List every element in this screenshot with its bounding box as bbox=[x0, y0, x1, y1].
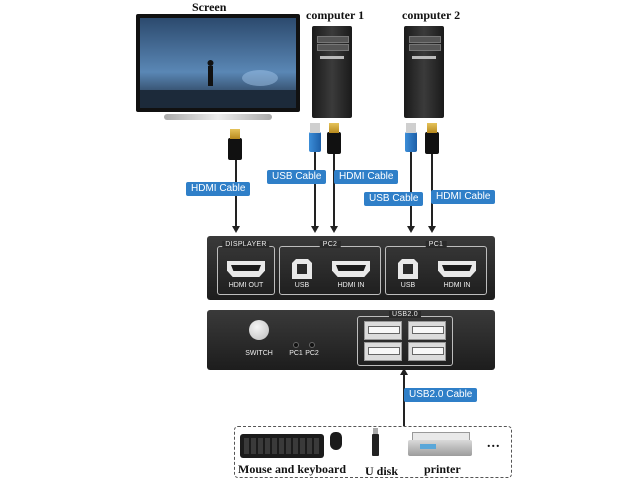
pc2-usb-port[interactable] bbox=[292, 259, 312, 279]
switch-button[interactable] bbox=[249, 320, 269, 340]
usb-plug-pc1 bbox=[309, 123, 321, 152]
hdmi-plug-pc2 bbox=[425, 123, 439, 154]
pc2-led-label: PC2 bbox=[305, 350, 319, 357]
computer-2-tower bbox=[404, 26, 444, 118]
label-usb-pc2: USB Cable bbox=[364, 192, 424, 206]
label-hdmi-pc2: HDMI Cable bbox=[431, 190, 496, 204]
displayer-title: DISPLAYER bbox=[222, 241, 270, 248]
mouse-icon bbox=[330, 432, 342, 450]
switch-label: SWITCH bbox=[245, 350, 273, 357]
computer-1-tower bbox=[312, 26, 352, 118]
usb20-group: USB2.0 bbox=[357, 311, 453, 366]
usb20-title: USB2.0 bbox=[389, 311, 421, 318]
pc1-hdmi-in-label: HDMI IN bbox=[443, 282, 471, 289]
hdmi-out-port[interactable] bbox=[227, 261, 265, 277]
pc1-led-label: PC1 bbox=[289, 350, 303, 357]
screen-title: Screen bbox=[192, 0, 227, 14]
label-hdmi-screen: HDMI Cable bbox=[186, 182, 251, 196]
udisk-icon bbox=[372, 428, 379, 456]
printer-label: printer bbox=[424, 462, 461, 476]
monitor-scene-image bbox=[140, 18, 296, 108]
wire-hdmi-pc1 bbox=[333, 154, 335, 228]
usb-plug-pc2 bbox=[405, 123, 417, 152]
monitor-screen bbox=[136, 14, 300, 112]
usb-a-port-3[interactable] bbox=[364, 342, 402, 361]
pc1-led bbox=[293, 342, 299, 348]
monitor bbox=[136, 14, 300, 130]
pc2-title: PC2 bbox=[319, 241, 341, 248]
pc2-hdmi-in-port[interactable] bbox=[332, 261, 370, 277]
more-label: ... bbox=[487, 436, 501, 451]
pc1-usb-label: USB bbox=[400, 282, 416, 289]
pc1-title: PC1 bbox=[425, 241, 447, 248]
wire-usb-pc2 bbox=[410, 152, 412, 228]
peripherals-box bbox=[234, 426, 512, 478]
monitor-stand bbox=[164, 114, 272, 120]
computer2-title: computer 2 bbox=[402, 8, 461, 22]
hdmi-plug-pc1 bbox=[327, 123, 341, 154]
hdmi-plug-screen bbox=[228, 129, 242, 160]
usb-a-port-2[interactable] bbox=[408, 321, 446, 340]
hdmi-out-label: HDMI OUT bbox=[228, 282, 264, 289]
computer1-title: computer 1 bbox=[306, 8, 365, 22]
pc1-usb-port[interactable] bbox=[398, 259, 418, 279]
keyboard-icon bbox=[240, 434, 324, 458]
usb-a-port-1[interactable] bbox=[364, 321, 402, 340]
label-usb20: USB2.0 Cable bbox=[404, 388, 478, 402]
pc2-hdmi-in-label: HDMI IN bbox=[337, 282, 365, 289]
pc1-hdmi-in-port[interactable] bbox=[438, 261, 476, 277]
kvm-front-panel: SWITCH PC1 PC2 USB2.0 bbox=[207, 310, 495, 370]
mouse-keyboard-label: Mouse and keyboard bbox=[238, 462, 347, 476]
pc2-group: PC2 USB HDMI IN bbox=[279, 241, 381, 295]
label-hdmi-pc1: HDMI Cable bbox=[334, 170, 399, 184]
pc2-usb-label: USB bbox=[294, 282, 310, 289]
udisk-label: U disk bbox=[365, 464, 399, 478]
wire-usb-pc1 bbox=[314, 152, 316, 228]
pc2-led bbox=[309, 342, 315, 348]
displayer-group: DISPLAYER HDMI OUT bbox=[217, 241, 275, 295]
label-usb-pc1: USB Cable bbox=[267, 170, 327, 184]
usb-a-port-4[interactable] bbox=[408, 342, 446, 361]
printer-icon bbox=[408, 432, 472, 458]
kvm-back-panel: DISPLAYER HDMI OUT PC2 USB HDMI IN PC1 U… bbox=[207, 236, 495, 300]
pc1-group: PC1 USB HDMI IN bbox=[385, 241, 487, 295]
